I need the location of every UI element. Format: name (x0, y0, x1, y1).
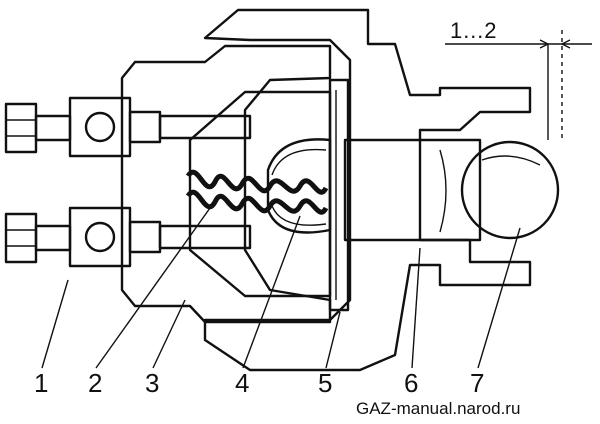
travel-dimension (445, 30, 592, 140)
plunger (343, 138, 482, 242)
return-spring (185, 169, 329, 215)
callout-3: 3 (145, 368, 159, 398)
metal-housing (203, 8, 532, 372)
callout-1: 1 (34, 368, 48, 398)
dimension-label: 1…2 (450, 18, 496, 43)
terminal-lower (4, 206, 252, 268)
callout-6: 6 (404, 368, 418, 398)
leader-lines (41, 207, 521, 369)
watermark: GAZ-manual.narod.ru (356, 399, 520, 418)
callout-5: 5 (318, 368, 332, 398)
callout-7: 7 (470, 368, 484, 398)
callout-2: 2 (88, 368, 102, 398)
insulator-body (120, 44, 332, 324)
terminal-upper (4, 96, 252, 158)
contact-disc (266, 138, 332, 234)
actuator-ball (460, 140, 560, 240)
callout-4: 4 (235, 368, 249, 398)
inner-cavity (188, 90, 332, 298)
